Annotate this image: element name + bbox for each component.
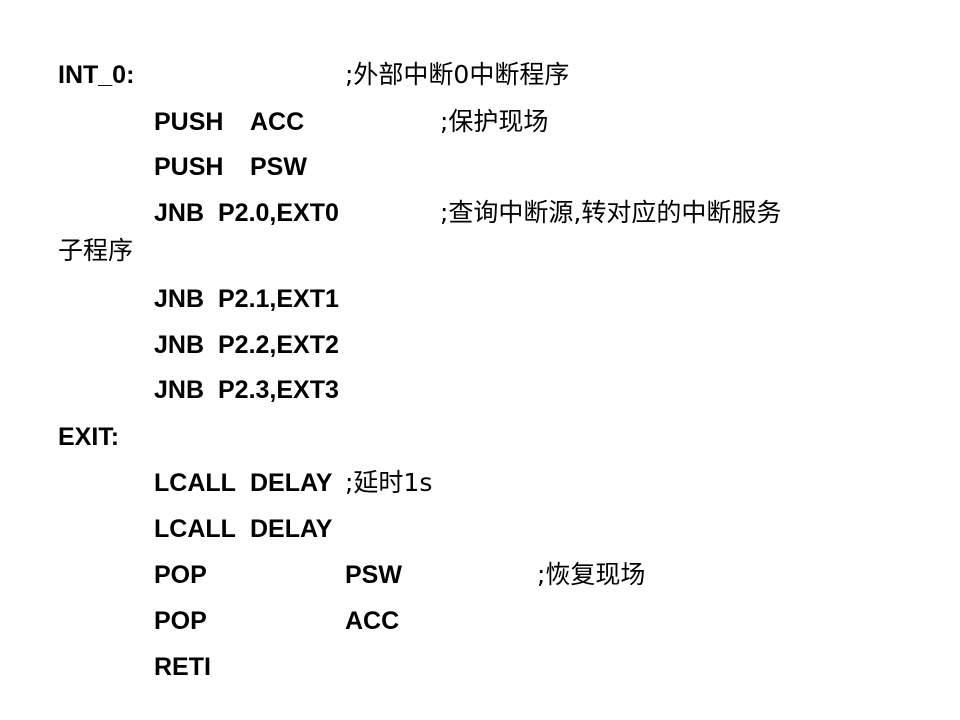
code-operand: PSW (345, 561, 402, 589)
code-comment: ;保护现场 (440, 107, 549, 136)
code-comment: ;查询中断源,转对应的中断服务 (440, 198, 782, 227)
code-opcode: POP (154, 607, 207, 635)
code-comment: ;外部中断0中断程序 (345, 60, 570, 89)
code-operand: P2.0,EXT0 (218, 199, 339, 227)
code-operand: ACC (345, 607, 400, 635)
code-operand: DELAY (250, 515, 333, 543)
code-operand: P2.3,EXT3 (218, 376, 339, 404)
code-opcode: RETI (154, 653, 211, 681)
code-opcode: JNB (154, 331, 205, 359)
code-operand: ACC (250, 108, 305, 136)
code-operand: DELAY (250, 469, 333, 497)
code-label: INT_0: (58, 61, 135, 89)
code-comment-continuation: 子程序 (58, 236, 134, 265)
code-label: EXIT: (58, 423, 120, 451)
code-opcode: LCALL (154, 469, 236, 497)
code-opcode: JNB (154, 199, 205, 227)
code-opcode: JNB (154, 376, 205, 404)
code-comment: ;延时1s (345, 468, 433, 497)
code-operand: PSW (250, 153, 307, 181)
code-opcode: JNB (154, 285, 205, 313)
code-opcode: PUSH (154, 153, 224, 181)
code-opcode: POP (154, 561, 207, 589)
code-opcode: LCALL (154, 515, 236, 543)
code-operand: P2.2,EXT2 (218, 331, 339, 359)
code-opcode: PUSH (154, 108, 224, 136)
code-comment: ;恢复现场 (537, 560, 646, 589)
code-operand: P2.1,EXT1 (218, 285, 339, 313)
